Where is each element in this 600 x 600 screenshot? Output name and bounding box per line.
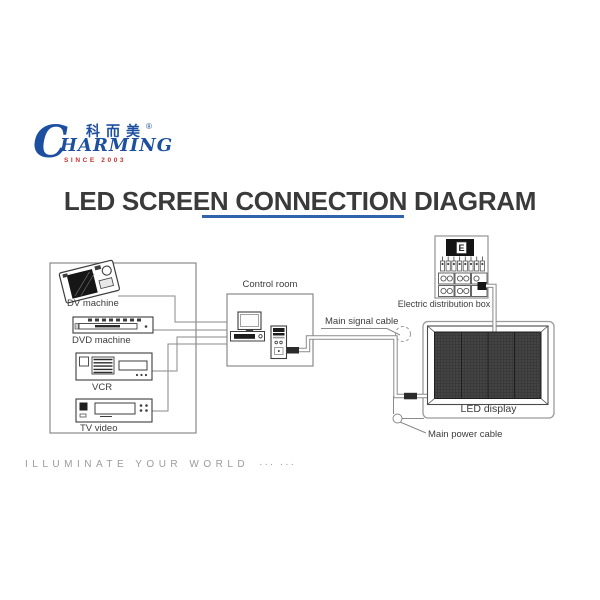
label-led-display: LED display	[460, 403, 517, 415]
dvd-machine-illustration	[72, 316, 154, 334]
logo-since-text: SINCE 2003	[64, 157, 127, 164]
tagline: ILLUMINATE YOUR WORLD ··· ···	[25, 459, 296, 470]
breaker-switch-row	[439, 260, 485, 272]
label-dvd-machine: DVD machine	[72, 335, 131, 346]
label-main-power-cable: Main power cable	[428, 429, 503, 440]
led-display-illustration	[422, 320, 555, 419]
label-dv-machine: DV machine	[67, 298, 119, 309]
breaker-block-rows	[438, 272, 488, 297]
label-vcr: VCR	[92, 382, 113, 393]
source-devices-box	[49, 262, 197, 434]
page-title: LED SCREEN CONNECTION DIAGRAM	[63, 186, 537, 216]
label-distribution-box: Electric distribution box	[397, 299, 491, 309]
logo-chinese-text: 科而美	[86, 123, 146, 139]
main-power-cable-feed	[486, 283, 497, 332]
tagline-text: ILLUMINATE YOUR WORLD	[25, 459, 250, 470]
dv-machine-illustration	[58, 259, 121, 304]
signal-junction-dashed-circle	[395, 326, 411, 342]
control-room-equipment	[230, 311, 288, 360]
dv-line	[118, 295, 227, 323]
power-outlet-block	[477, 282, 487, 290]
tagline-dots: ··· ···	[259, 459, 296, 470]
screen-cable-connector	[404, 392, 417, 400]
tv-video-illustration	[75, 398, 153, 423]
title-underline	[202, 215, 404, 218]
main-signal-cable	[287, 335, 427, 400]
signal-cable-connector	[287, 347, 299, 354]
distribution-panel-letter: E	[458, 243, 464, 253]
mouse-illustration	[258, 334, 263, 339]
logo-initial: C	[33, 117, 69, 168]
distribution-box-illustration: E	[434, 235, 489, 299]
registered-trademark-icon: ®	[146, 122, 152, 131]
label-main-signal-cable: Main signal cable	[325, 316, 399, 327]
tv-line	[152, 343, 227, 412]
cable-callouts	[321, 326, 427, 434]
label-control-room: Control room	[242, 279, 298, 290]
logo-wordmark: HARMING	[60, 135, 174, 156]
power-label-leader	[399, 421, 427, 434]
vcr-line	[152, 336, 227, 372]
signal-label-leader	[321, 328, 401, 336]
vcr-illustration	[75, 352, 153, 381]
label-tv-video: TV video	[80, 423, 118, 434]
device-signal-lines	[118, 295, 227, 412]
